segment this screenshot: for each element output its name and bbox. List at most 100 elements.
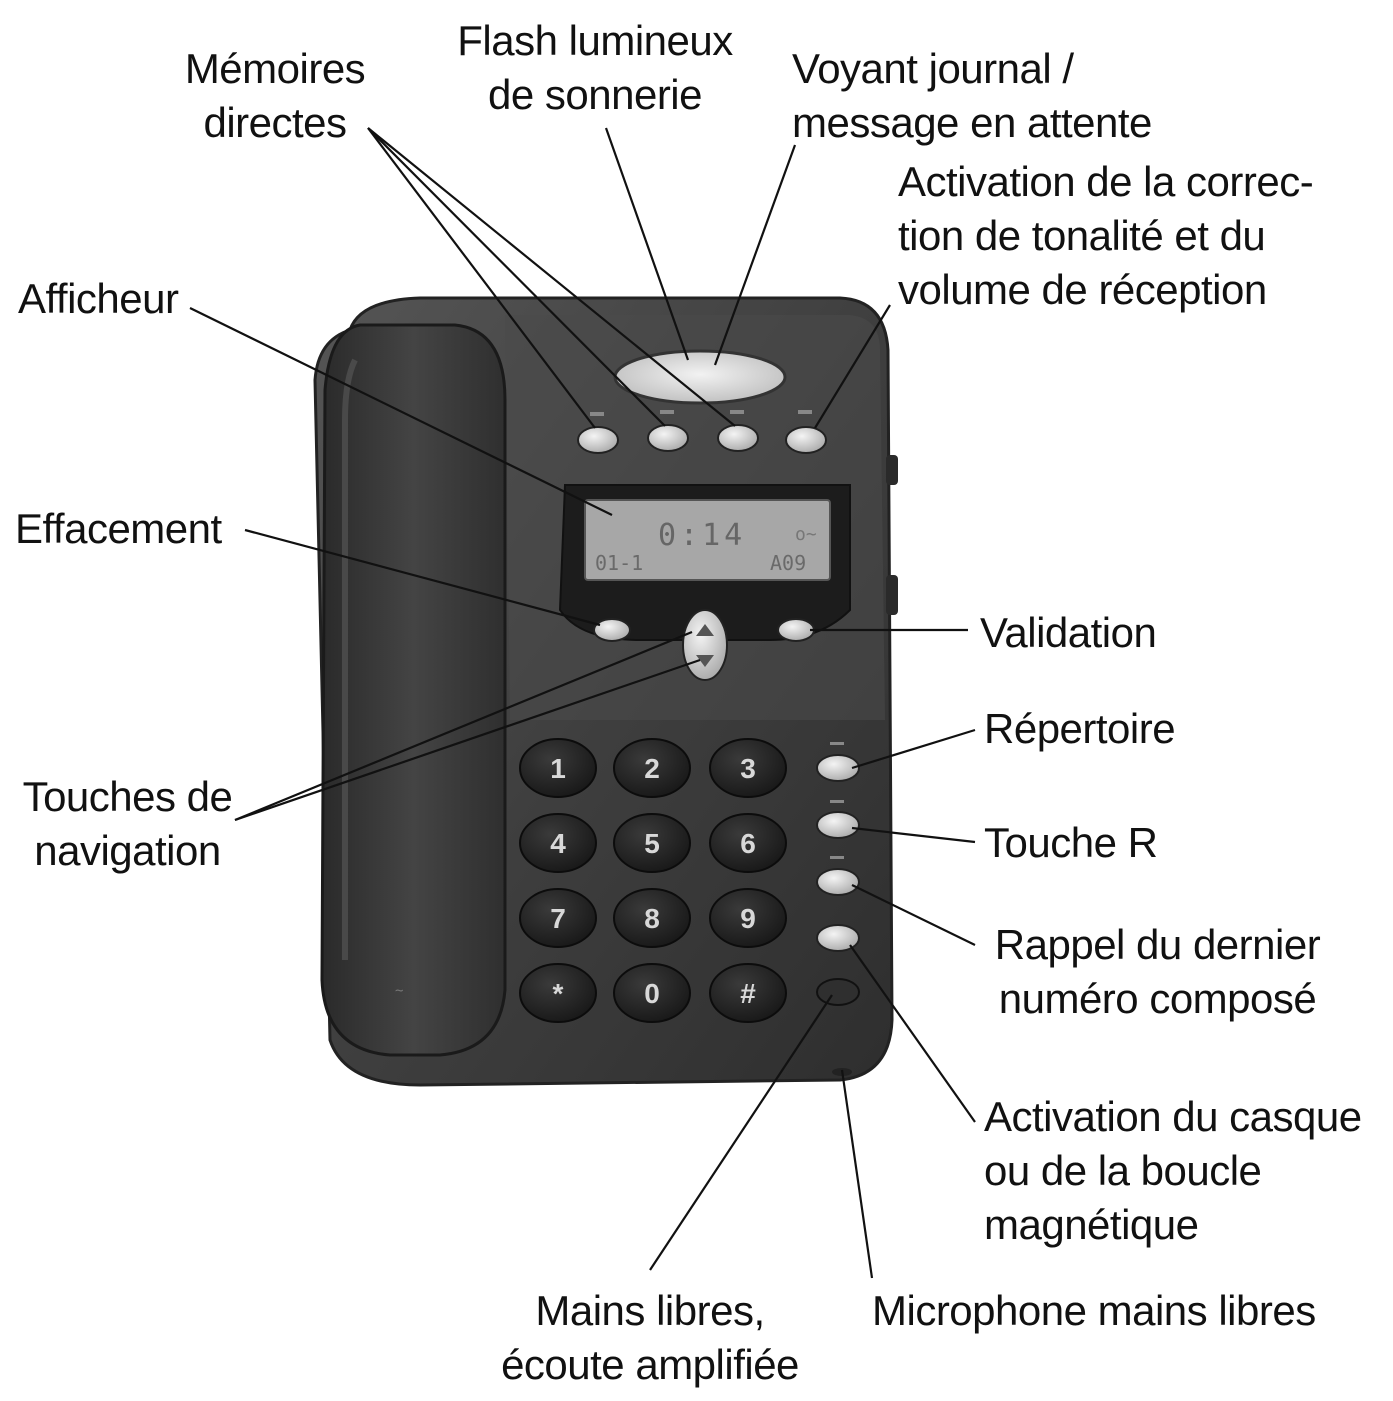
key-label: 6: [740, 828, 756, 859]
keypad-key-4[interactable]: 4: [519, 813, 597, 873]
label-line: magnétique: [984, 1201, 1199, 1248]
keypad-key-5[interactable]: 5: [613, 813, 691, 873]
keypad-key-hash[interactable]: #: [709, 963, 787, 1023]
label-line: message en attente: [792, 99, 1152, 146]
key-label: 5: [644, 828, 660, 859]
keypad-key-0[interactable]: 0: [613, 963, 691, 1023]
label-line: Validation: [980, 609, 1157, 656]
label-line: Rappel du dernier: [994, 921, 1321, 968]
label-line: Mémoires: [184, 45, 366, 92]
label-line: Activation du casque: [984, 1093, 1362, 1140]
display-screen: [584, 499, 831, 581]
leader-nav-up: [234, 630, 693, 822]
label-line: écoute amplifiée: [501, 1341, 799, 1388]
key-cap: [519, 888, 597, 948]
label-touche-r: Touche R: [984, 816, 1158, 870]
label-line: directes: [203, 99, 347, 146]
label-line: Touches de: [22, 773, 233, 820]
label-microphone: Microphone mains libres: [872, 1284, 1316, 1338]
label-line: Effacement: [15, 505, 222, 552]
key-label: 4: [550, 828, 566, 859]
leader-memory-1: [367, 127, 596, 429]
memory-button-2[interactable]: [647, 424, 689, 452]
label-line: navigation: [34, 827, 221, 874]
keypad-key-2[interactable]: 2: [613, 738, 691, 798]
key-cap: [709, 738, 787, 798]
keypad-key-6[interactable]: 6: [709, 813, 787, 873]
leader-r: [851, 826, 976, 844]
leader-headset: [849, 944, 976, 1123]
leader-memory-3: [367, 127, 736, 427]
label-effacement: Effacement: [15, 502, 222, 556]
label-line: Mains libres,: [535, 1287, 765, 1334]
validate-button[interactable]: [777, 618, 815, 642]
function-buttons: [816, 742, 860, 1006]
ringer-flash-led: [613, 349, 787, 405]
key-label: #: [740, 978, 756, 1009]
key-label: 7: [550, 903, 566, 934]
key-cap: [613, 738, 691, 798]
headset-loop-button[interactable]: [816, 924, 860, 952]
label-line: tion de tonalité et du: [898, 212, 1266, 259]
redial-button[interactable]: [816, 868, 860, 896]
memory-button-3[interactable]: [717, 424, 759, 452]
key-label: 2: [644, 753, 660, 784]
label-line: Afficheur: [18, 275, 179, 322]
handsfree-button[interactable]: [816, 978, 860, 1006]
keypad-key-8[interactable]: 8: [613, 888, 691, 948]
label-validation: Validation: [980, 606, 1157, 660]
leader-memory-2: [367, 127, 666, 427]
keypad-key-7[interactable]: 7: [519, 888, 597, 948]
label-activation-casque: Activation du casque ou de la boucle mag…: [984, 1090, 1362, 1252]
navigation-button[interactable]: [682, 609, 728, 681]
label-line: Activation de la correc-: [898, 158, 1314, 205]
key-cap: [709, 888, 787, 948]
handset-highlight: [342, 358, 358, 960]
display-key-icon: o~: [795, 524, 817, 545]
leader-tone-volume: [814, 304, 891, 429]
display-line2-left: 01-1: [595, 551, 643, 575]
label-line: ou de la boucle: [984, 1147, 1262, 1194]
keypad-key-3[interactable]: 3: [709, 738, 787, 798]
leader-display: [189, 307, 613, 516]
label-mains-libres: Mains libres, écoute amplifiée: [480, 1284, 820, 1392]
leader-lines: [189, 127, 976, 1279]
tone-volume-button[interactable]: [785, 426, 827, 454]
handset: [320, 323, 507, 1057]
key-label: 0: [644, 978, 660, 1009]
label-flash-lumineux: Flash lumineux de sonnerie: [440, 14, 750, 122]
label-line: volume de réception: [898, 266, 1267, 313]
side-switch-upper: [886, 455, 898, 485]
label-voyant-journal: Voyant journal / message en attente: [792, 42, 1152, 150]
side-switch-lower: [886, 575, 898, 615]
key-label: 9: [740, 903, 756, 934]
label-line: numéro composé: [998, 975, 1317, 1022]
label-rappel: Rappel du dernier numéro composé: [980, 918, 1335, 1026]
key-label: 8: [644, 903, 660, 934]
leader-microphone: [840, 1069, 874, 1279]
brand-logo: ~: [395, 983, 403, 999]
label-line: Microphone mains libres: [872, 1287, 1316, 1334]
label-memoires-directes: Mémoires directes: [165, 42, 385, 150]
keypad-key-star[interactable]: *: [519, 963, 597, 1023]
directory-button[interactable]: [816, 754, 860, 782]
keypad-key-1[interactable]: 1: [519, 738, 597, 798]
nav-down-arrow-icon: [696, 655, 714, 667]
label-activation-tonalite: Activation de la correc- tion de tonalit…: [898, 155, 1314, 317]
key-label: *: [553, 978, 564, 1009]
erase-button[interactable]: [593, 618, 631, 642]
leader-nav-down: [234, 658, 701, 822]
label-line: de sonnerie: [488, 71, 703, 118]
display-time: 0:14: [658, 518, 746, 553]
memory-button-1[interactable]: [577, 426, 619, 454]
key-cap: [519, 813, 597, 873]
keypad-key-9[interactable]: 9: [709, 888, 787, 948]
leader-handsfree: [649, 994, 833, 1271]
r-button[interactable]: [816, 811, 860, 839]
leader-flash: [604, 127, 690, 361]
key-cap: [519, 963, 597, 1023]
key-label: 3: [740, 753, 756, 784]
key-cap: [519, 738, 597, 798]
